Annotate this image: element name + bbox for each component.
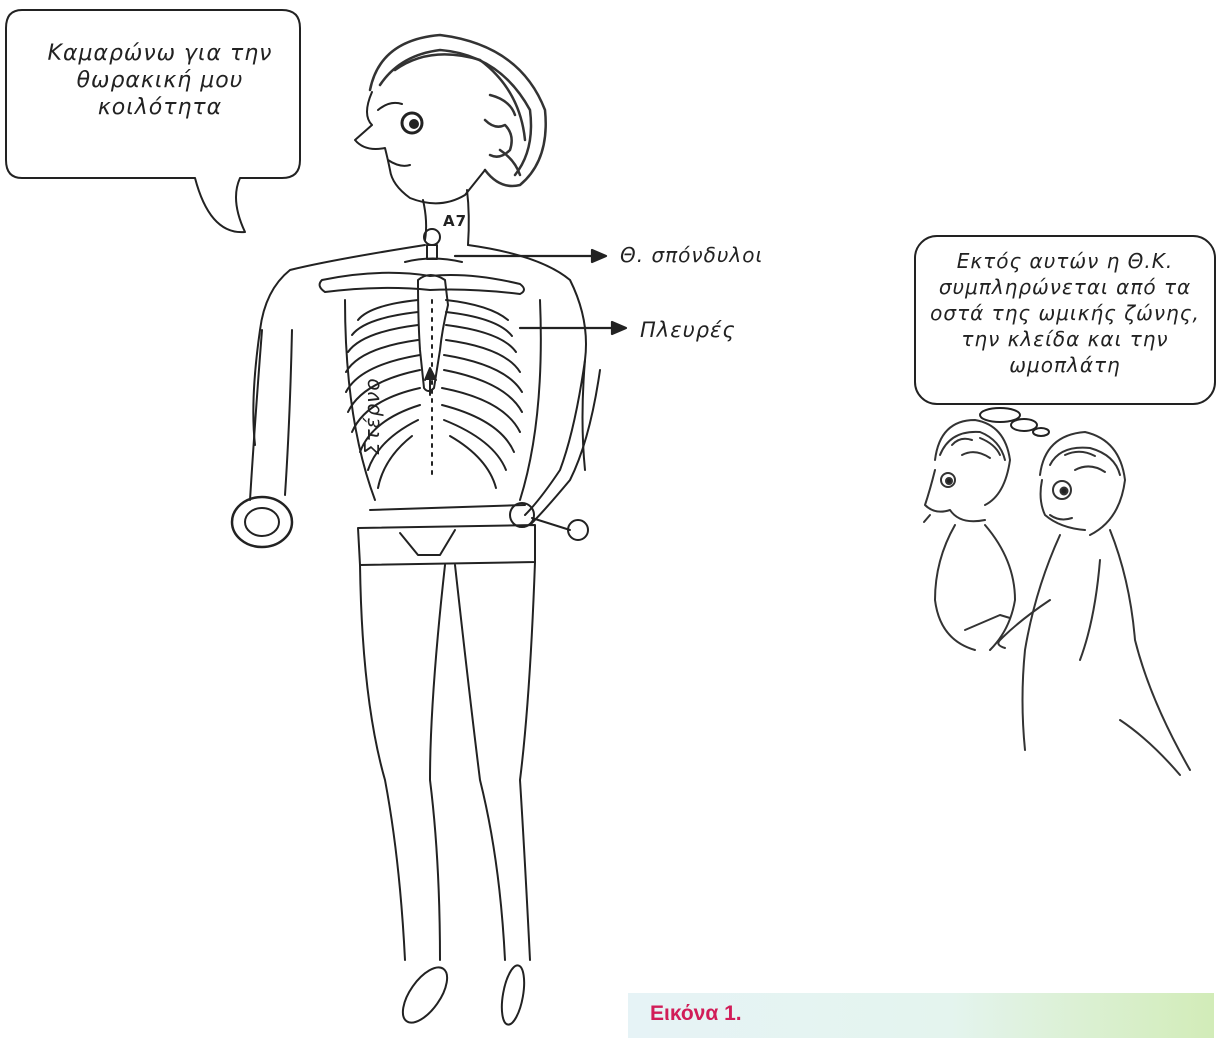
- arrow-ribs: [520, 322, 626, 334]
- right-leg: [520, 562, 535, 960]
- face: [355, 92, 485, 203]
- ribs-label: Πλευρές: [640, 318, 736, 342]
- vertebrae-label: Θ. σπόνδυλοι: [620, 243, 763, 267]
- figure-caption: Εικόνα 1.: [650, 1002, 742, 1026]
- sternum-label: Στέρνο: [360, 377, 384, 455]
- small-figures: [924, 420, 1190, 775]
- vertebra-a7-label: A7: [443, 212, 467, 230]
- thought-bubble-text: Εκτός αυτών η Θ.Κ. συμπληρώνεται από τα …: [922, 248, 1208, 378]
- speech-bubble-text: Καμαρώνω για την θωρακική μου κοιλότητα: [30, 40, 290, 121]
- clavicles: [320, 273, 524, 294]
- arrow-vertebrae: [455, 250, 606, 262]
- torso: [253, 245, 425, 445]
- figure-caption-bar: Εικόνα 1.: [628, 993, 1214, 1038]
- left-leg: [360, 565, 405, 960]
- ribs-right: [442, 300, 522, 488]
